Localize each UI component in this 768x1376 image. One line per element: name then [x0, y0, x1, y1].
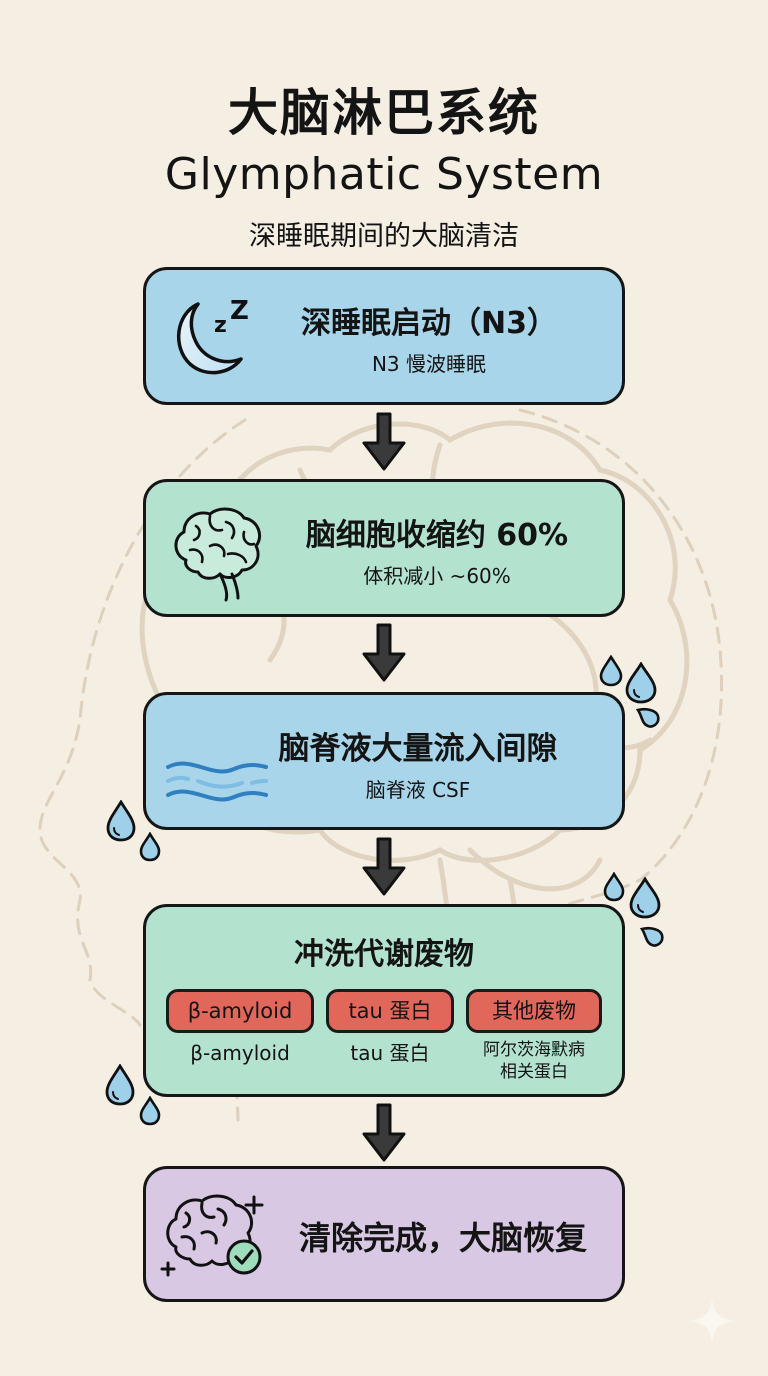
water-droplet-icon — [105, 1064, 135, 1106]
water-droplet-icon — [139, 832, 161, 862]
waste-note-line: 相关蛋白 — [500, 1062, 568, 1082]
waste-note-line: 阿尔茨海默病 — [483, 1040, 585, 1060]
wave-icon — [166, 761, 268, 802]
waste-chip: β-amyloid — [166, 989, 314, 1033]
water-droplet-icon — [139, 1096, 161, 1126]
water-droplet-icon — [625, 662, 657, 704]
step-csf-inflow: 脑脊液大量流入间隙 脑脊液 CSF — [143, 692, 625, 830]
water-droplet-icon — [629, 877, 661, 919]
waste-note: tau 蛋白 — [350, 1041, 430, 1065]
svg-text:Z: Z — [230, 296, 249, 326]
step-subtitle: N3 慢波睡眠 — [371, 352, 487, 376]
waste-note: 阿尔茨海默病 相关蛋白 — [483, 1039, 585, 1083]
water-droplet-icon — [603, 872, 625, 902]
header: 大脑淋巴系统 Glymphatic System 深睡眠期间的大脑清洁 — [0, 82, 768, 256]
step-flush-waste: 冲洗代谢废物 β-amyloid β-amyloid tau 蛋白 tau 蛋白… — [143, 904, 625, 1097]
waste-chip-list: β-amyloid β-amyloid tau 蛋白 tau 蛋白 其他废物 阿… — [166, 989, 602, 1083]
waste-chip: 其他废物 — [466, 989, 602, 1033]
svg-text:z: z — [214, 313, 227, 338]
waste-item-tau: tau 蛋白 tau 蛋白 — [326, 989, 454, 1083]
sparkle-icon — [690, 1298, 734, 1344]
arrow-down-icon — [362, 412, 406, 471]
page-title: 大脑淋巴系统 — [228, 84, 540, 142]
step-clear-done: 清除完成，大脑恢复 — [143, 1166, 625, 1302]
water-droplet-icon — [599, 655, 623, 687]
brain-icon — [174, 507, 261, 602]
step-title: 脑脊液大量流入间隙 — [278, 731, 558, 767]
brain-check-icon — [160, 1194, 264, 1277]
step-deep-sleep: z Z 深睡眠启动（N3） N3 慢波睡眠 — [143, 267, 625, 405]
step-subtitle: 脑脊液 CSF — [365, 778, 471, 802]
step-title: 深睡眠启动（N3） — [301, 306, 557, 341]
waste-chip: tau 蛋白 — [326, 989, 454, 1033]
water-droplet-icon — [635, 707, 660, 728]
page-title-english: Glymphatic System — [164, 149, 604, 200]
step-title: 冲洗代谢废物 — [294, 937, 474, 972]
step-cell-shrink: 脑细胞收缩约 60% 体积减小 ~60% — [143, 479, 625, 617]
step-subtitle: 体积减小 ~60% — [363, 564, 511, 588]
waste-item-other: 其他废物 阿尔茨海默病 相关蛋白 — [466, 989, 602, 1083]
water-droplet-icon — [106, 800, 136, 842]
arrow-down-icon — [362, 623, 406, 682]
arrow-down-icon — [362, 837, 406, 896]
page-subtitle: 深睡眠期间的大脑清洁 — [249, 221, 519, 252]
waste-note: β-amyloid — [190, 1041, 290, 1065]
step-title: 脑细胞收缩约 60% — [305, 518, 569, 553]
arrow-down-icon — [362, 1103, 406, 1162]
moon-zzz-icon: z Z — [176, 296, 249, 375]
water-droplet-icon — [639, 926, 664, 947]
waste-item-amyloid: β-amyloid β-amyloid — [166, 989, 314, 1083]
step-title: 清除完成，大脑恢复 — [298, 1219, 587, 1257]
